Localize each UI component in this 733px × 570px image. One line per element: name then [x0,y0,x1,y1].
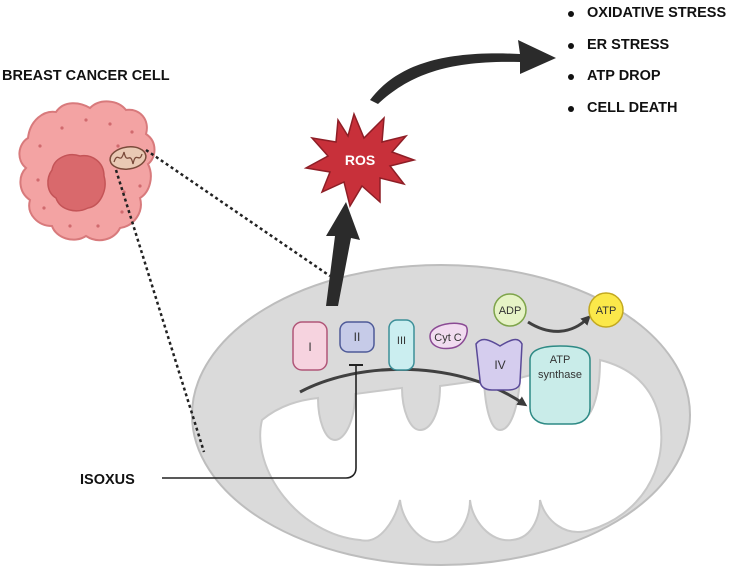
cytochrome-c-label: Cyt C [434,332,462,344]
atp-synthase: ATP synthase [529,345,591,425]
outcome-item: OXIDATIVE STRESS [566,0,726,30]
adp-to-atp-arrow [527,315,591,333]
outcome-item: CELL DEATH [566,93,726,125]
atp-molecule: ATP [588,292,624,328]
complex-iii: III [388,319,415,371]
atp-label: ATP [596,305,617,317]
outcome-item: ATP DROP [566,61,726,93]
outcome-text: CELL DEATH [587,99,678,116]
cell-dots [36,118,142,228]
adp-molecule: ADP [493,293,527,327]
outcome-text: OXIDATIVE STRESS [587,5,727,21]
cell-nucleus [47,154,106,212]
complex-i: I [292,321,328,371]
ros-to-outcomes-arrow [370,40,556,104]
complex-ii: II [339,321,375,353]
breast-cancer-cell [18,100,156,242]
inhibition-line [162,366,357,479]
bullet-icon [568,74,574,80]
zoom-connector-lines [114,148,331,453]
drug-label: ISOXUS [80,472,135,488]
complex-iv: IV [475,338,523,391]
complex-iii-label: III [397,335,406,347]
cell-label: BREAST CANCER CELL [2,68,170,84]
atp-synthase-label-1: ATP [550,354,571,366]
ros-starburst: ROS [303,111,417,208]
outcome-list: OXIDATIVE STRESS ER STRESS ATP DROP CELL… [566,0,726,124]
adp-label: ADP [499,305,522,317]
bullet-icon [568,105,574,112]
bullet-icon [568,42,574,49]
complex-ii-label: II [354,330,361,344]
complex-iv-label: IV [494,358,505,372]
cytochrome-c: Cyt C [429,322,468,350]
complex-i-label: I [308,340,311,354]
ros-production-arrow [326,202,360,306]
outcome-text: ATP DROP [587,68,661,84]
ros-label: ROS [345,152,375,168]
bullet-icon [568,11,574,17]
small-mitochondrion-icon [109,146,147,170]
outcome-text: ER STRESS [587,36,670,53]
outcome-item: ER STRESS [566,30,726,62]
atp-synthase-label-2: synthase [538,369,582,381]
